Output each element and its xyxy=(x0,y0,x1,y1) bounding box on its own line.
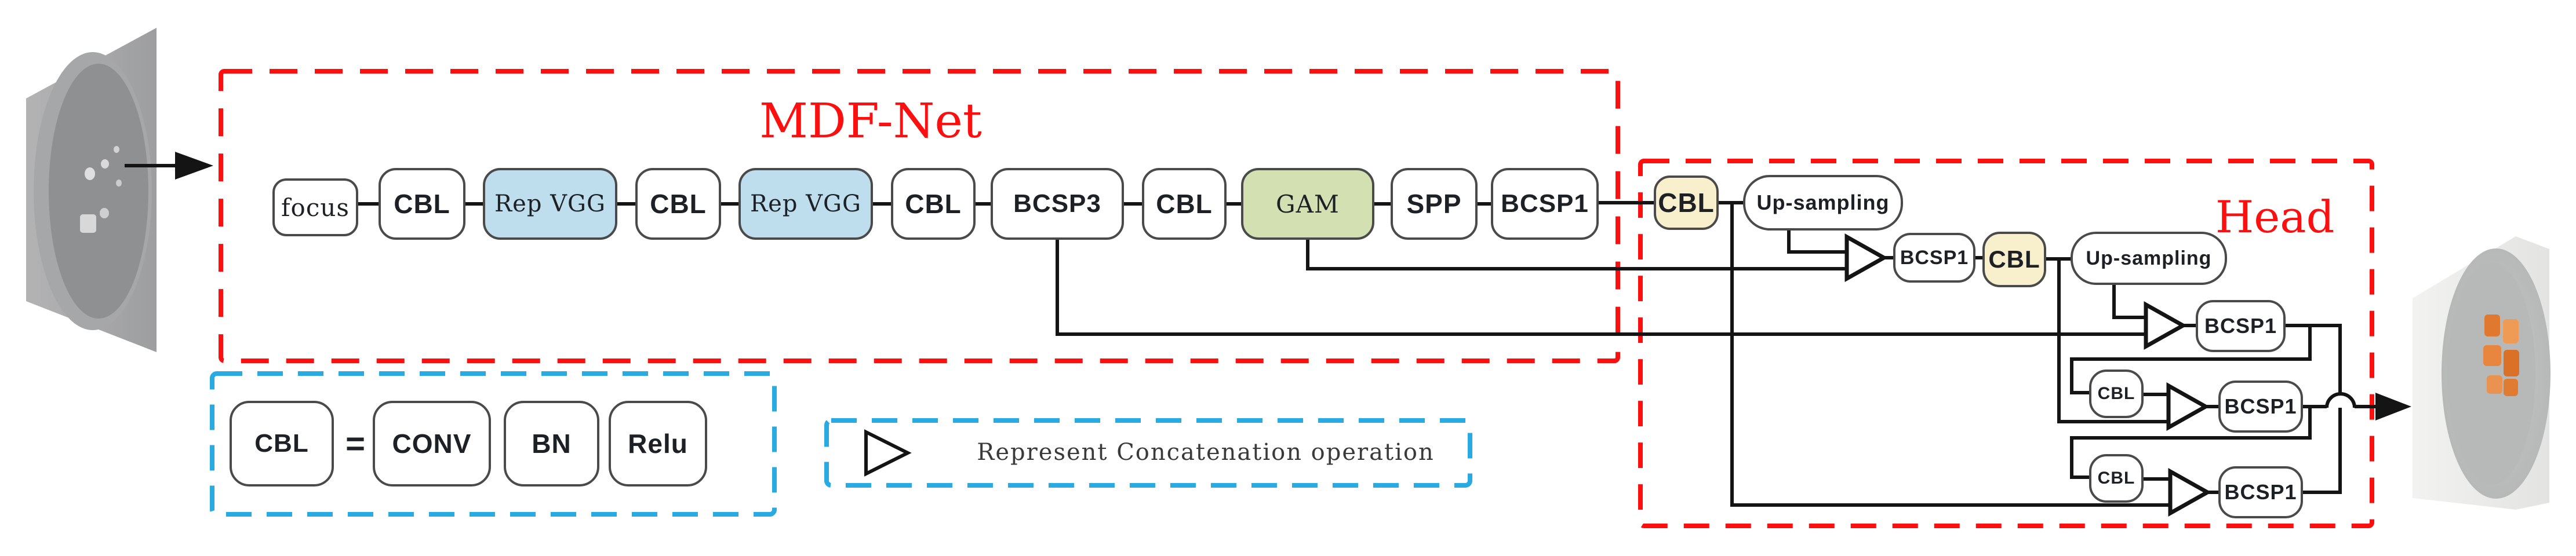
cbl-legend-frame xyxy=(210,371,777,517)
block-cbl: CBL xyxy=(635,168,721,240)
block-spp: SPP xyxy=(1391,168,1478,240)
defect-detection-marks xyxy=(2483,314,2519,396)
block-cbl: CBL xyxy=(891,168,976,240)
block-bcsp3: BCSP3 xyxy=(991,168,1124,240)
block-up-sampling: Up-sampling xyxy=(2071,232,2227,285)
block-cbl-small: CBL xyxy=(2089,454,2144,503)
block-cbl-head: CBL xyxy=(1982,232,2046,287)
concat-legend-text: Represent Concatenation operation xyxy=(977,439,1435,466)
block-cbl-small: CBL xyxy=(2089,370,2144,418)
legend-block-conv: CONV xyxy=(373,401,491,487)
block-repvgg: Rep VGG xyxy=(483,168,617,240)
mdf-net-region-frame xyxy=(219,69,1620,363)
legend-block-relu: Relu xyxy=(609,401,707,487)
block-bcsp1: BCSP1 xyxy=(2218,381,2303,433)
block-up-sampling: Up-sampling xyxy=(1743,175,1903,231)
input-image xyxy=(26,28,157,352)
concat-legend-triangle-icon xyxy=(864,429,912,477)
concat-triangle-icon xyxy=(1844,233,1889,282)
block-bcsp1: BCSP1 xyxy=(1893,233,1975,283)
block-gam: GAM xyxy=(1241,168,1374,240)
block-cbl: CBL xyxy=(379,168,465,240)
legend-equals-sign: = xyxy=(345,425,365,463)
legend-block-bn: BN xyxy=(504,401,599,487)
concat-triangle-icon xyxy=(2168,468,2212,517)
block-bcsp1: BCSP1 xyxy=(2196,300,2286,352)
input-arrow-icon xyxy=(175,152,213,180)
line-crossover-hop xyxy=(2325,392,2356,408)
concat-legend-frame xyxy=(824,418,1472,488)
concat-operations xyxy=(1844,233,2212,517)
head-title: Head xyxy=(2215,191,2335,243)
backbone-title: MDF-Net xyxy=(759,94,982,149)
block-bcsp1: BCSP1 xyxy=(2218,466,2303,518)
block-cbl: CBL xyxy=(1142,168,1227,240)
legend-block-cbl: CBL xyxy=(230,401,334,487)
output-arrow-icon xyxy=(2375,393,2411,420)
block-focus: focus xyxy=(272,178,358,236)
concat-triangle-icon xyxy=(2166,382,2210,431)
block-bcsp1: BCSP1 xyxy=(1491,168,1599,240)
block-repvgg: Rep VGG xyxy=(738,168,873,240)
concat-triangle-icon xyxy=(2144,301,2188,350)
block-cbl-head: CBL xyxy=(1654,175,1719,230)
output-image xyxy=(2413,236,2550,510)
